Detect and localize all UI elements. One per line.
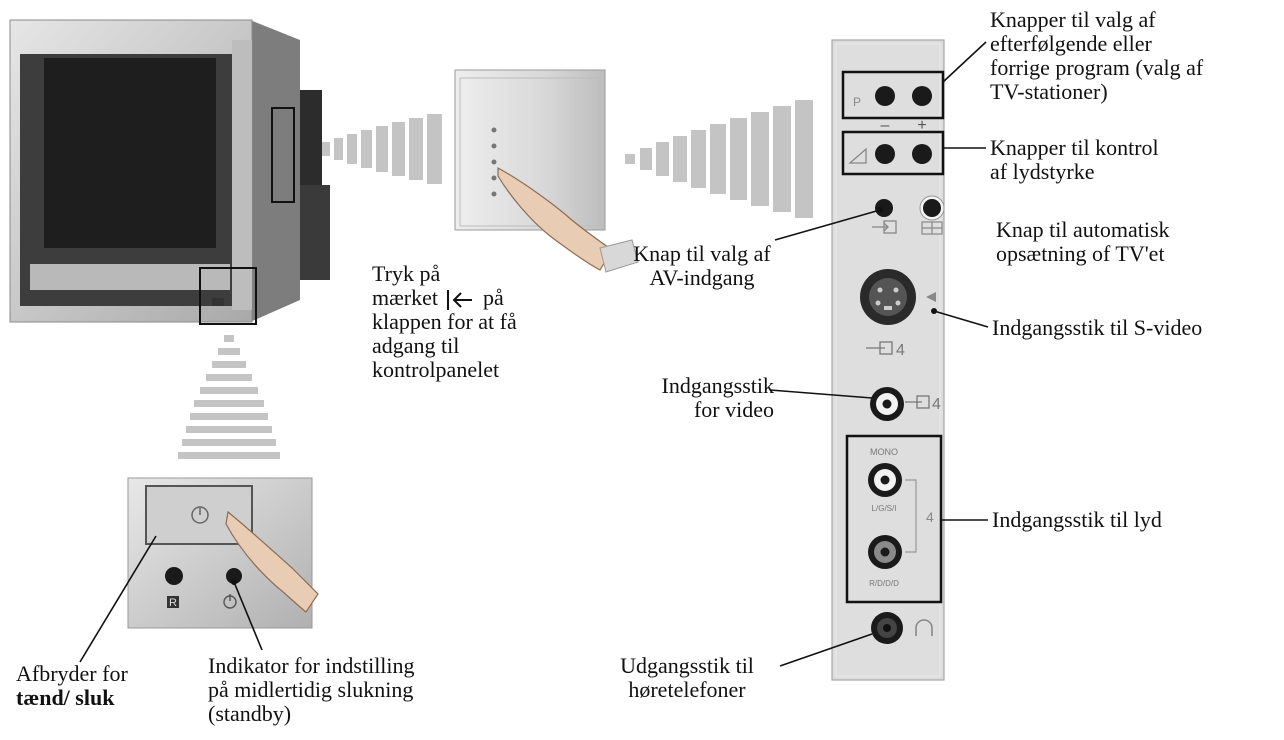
reset-label-box	[167, 596, 179, 608]
control-panel: P – +	[831, 39, 945, 681]
av-select-button	[875, 199, 893, 217]
audio-port-number: 4	[926, 509, 934, 525]
beam-tv-to-power	[178, 335, 280, 459]
label-av-select: Knap til valg af AV-indgang	[633, 241, 771, 290]
standby-indicator-light	[226, 568, 242, 584]
right-channel-marking: R/D/D/D	[869, 579, 899, 588]
power-closeup: R	[127, 477, 319, 629]
volume-down-button	[875, 144, 895, 164]
label-standby-indicator: Indikator for indstilling på midlertidig…	[208, 653, 415, 726]
minus-marking: –	[881, 117, 890, 134]
svideo-port-number: 4	[896, 342, 905, 359]
volume-wedge-icon	[848, 147, 867, 164]
flap-closeup	[454, 69, 639, 273]
mono-marking: MONO	[870, 447, 898, 457]
tv-set	[9, 19, 330, 325]
volume-buttons-box	[841, 130, 945, 176]
label-audio-input: Indgangsstik til lyd	[992, 507, 1162, 532]
leader-lines	[79, 41, 989, 667]
program-buttons-box	[841, 70, 945, 120]
beam-flap-to-panel	[625, 100, 813, 218]
leader-dots	[231, 207, 937, 585]
program-letter: P	[853, 95, 861, 109]
reset-letter: R	[169, 597, 177, 609]
label-program-buttons: Knapper til valg af efterfølgende eller …	[990, 7, 1204, 104]
label-flap-instruction: Tryk på mærket på klappen for at få adga…	[372, 261, 517, 382]
flap-highlight-box	[271, 107, 295, 203]
plus-marking: +	[917, 117, 926, 134]
auto-setup-button	[923, 199, 941, 217]
audio-inputs-box	[845, 434, 943, 604]
video-input-icon	[905, 395, 930, 409]
label-volume-buttons: Knapper til kontrol af lydstyrke	[990, 135, 1159, 184]
arrow-into-bar-icon	[447, 290, 472, 310]
auto-setup-icon	[921, 221, 943, 235]
label-headphone-output: Udgangsstik til høretelefoner	[620, 653, 754, 702]
program-up-button	[912, 86, 932, 106]
label-auto-setup: Knap til automatisk opsætning of TV'et	[996, 217, 1170, 266]
left-channel-marking: L/G/S/I	[872, 504, 897, 513]
power-icon	[191, 506, 209, 524]
program-down-button	[875, 86, 895, 106]
beam-tv-to-flap	[322, 114, 442, 184]
input-arrow-icon	[872, 220, 897, 234]
label-power-switch: Afbryder for tænd/ sluk	[16, 661, 128, 710]
svideo-input-icon	[866, 341, 893, 355]
headphones-icon	[915, 619, 933, 636]
video-port-number: 4	[932, 396, 941, 413]
label-svideo-input: Indgangsstik til S-video	[992, 315, 1203, 340]
tv-screen	[44, 58, 216, 248]
volume-up-button	[912, 144, 932, 164]
power-area-highlight-box	[199, 267, 257, 325]
label-video-input: Indgangsstik for video	[661, 373, 774, 422]
